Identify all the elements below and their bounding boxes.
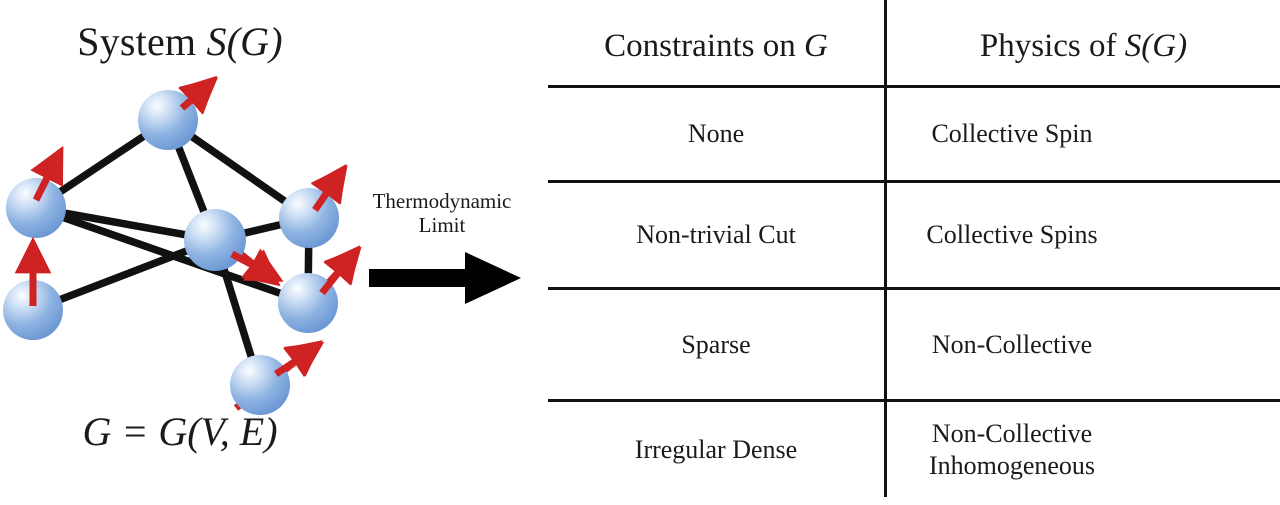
table-header-constraints: Constraints on G [548, 18, 884, 74]
graph-caption: G = G(V, E) [0, 412, 360, 452]
physics-label-collective-spin: Collective Spin [931, 119, 1093, 149]
system-title-plain: System [77, 19, 197, 64]
system-title-math: S(G) [206, 19, 283, 64]
physics-label-non-collective-inhomogeneous: Non‑Collective Inhomogeneous [928, 418, 1096, 480]
constraint-label-nontrivial-cut: Non-trivial Cut [636, 220, 796, 249]
system-panel: System S(G) [0, 0, 530, 505]
table-rule-4 [548, 399, 1280, 402]
graph-caption-text: G = G(V, E) [82, 409, 278, 454]
constraint-label-irregular-dense: Irregular Dense [634, 434, 798, 464]
right-arrow-icon [369, 252, 521, 304]
table-row: Sparse [548, 290, 884, 399]
header-physics-plain: Physics of [979, 27, 1117, 64]
table-rule-2 [548, 180, 1280, 183]
graph-node [230, 355, 290, 415]
graph-node [3, 280, 63, 340]
limit-label-line1: Thermodynamic [372, 189, 512, 213]
header-physics-math: S(G) [1124, 27, 1188, 64]
constraint-label-sparse: Sparse [681, 329, 751, 359]
table-row: Irregular Dense [548, 402, 884, 497]
graph-node [279, 188, 339, 248]
graph-spin-arrowheads [14, 77, 361, 378]
system-graph [3, 75, 362, 415]
physics-label-collective-spins: Collective Spins [926, 220, 1098, 250]
thermodynamic-limit-label: Thermodynamic Limit [352, 189, 532, 238]
table-column-divider [884, 0, 887, 497]
header-constraints-plain: Constraints on [604, 27, 796, 64]
table-rule-1 [548, 85, 1280, 88]
table-row: Non-trivial Cut [548, 183, 884, 287]
constraint-label-none: None [687, 119, 745, 148]
comparison-table: Constraints on G Physics of S(G) None Co… [530, 0, 1280, 505]
thermodynamic-limit-block: Thermodynamic Limit [352, 189, 532, 310]
graph-node [6, 178, 66, 238]
table-header-physics: Physics of S(G) [887, 18, 1280, 74]
header-constraints-math: G [804, 27, 828, 64]
graph-edges [29, 116, 313, 389]
table-row: None [548, 88, 884, 180]
limit-label-line2: Limit [418, 212, 466, 237]
graph-node [184, 209, 246, 271]
system-title: System S(G) [0, 22, 360, 62]
physics-label-non-collective: Non‑Collective [931, 329, 1093, 359]
table-rule-3 [548, 287, 1280, 290]
